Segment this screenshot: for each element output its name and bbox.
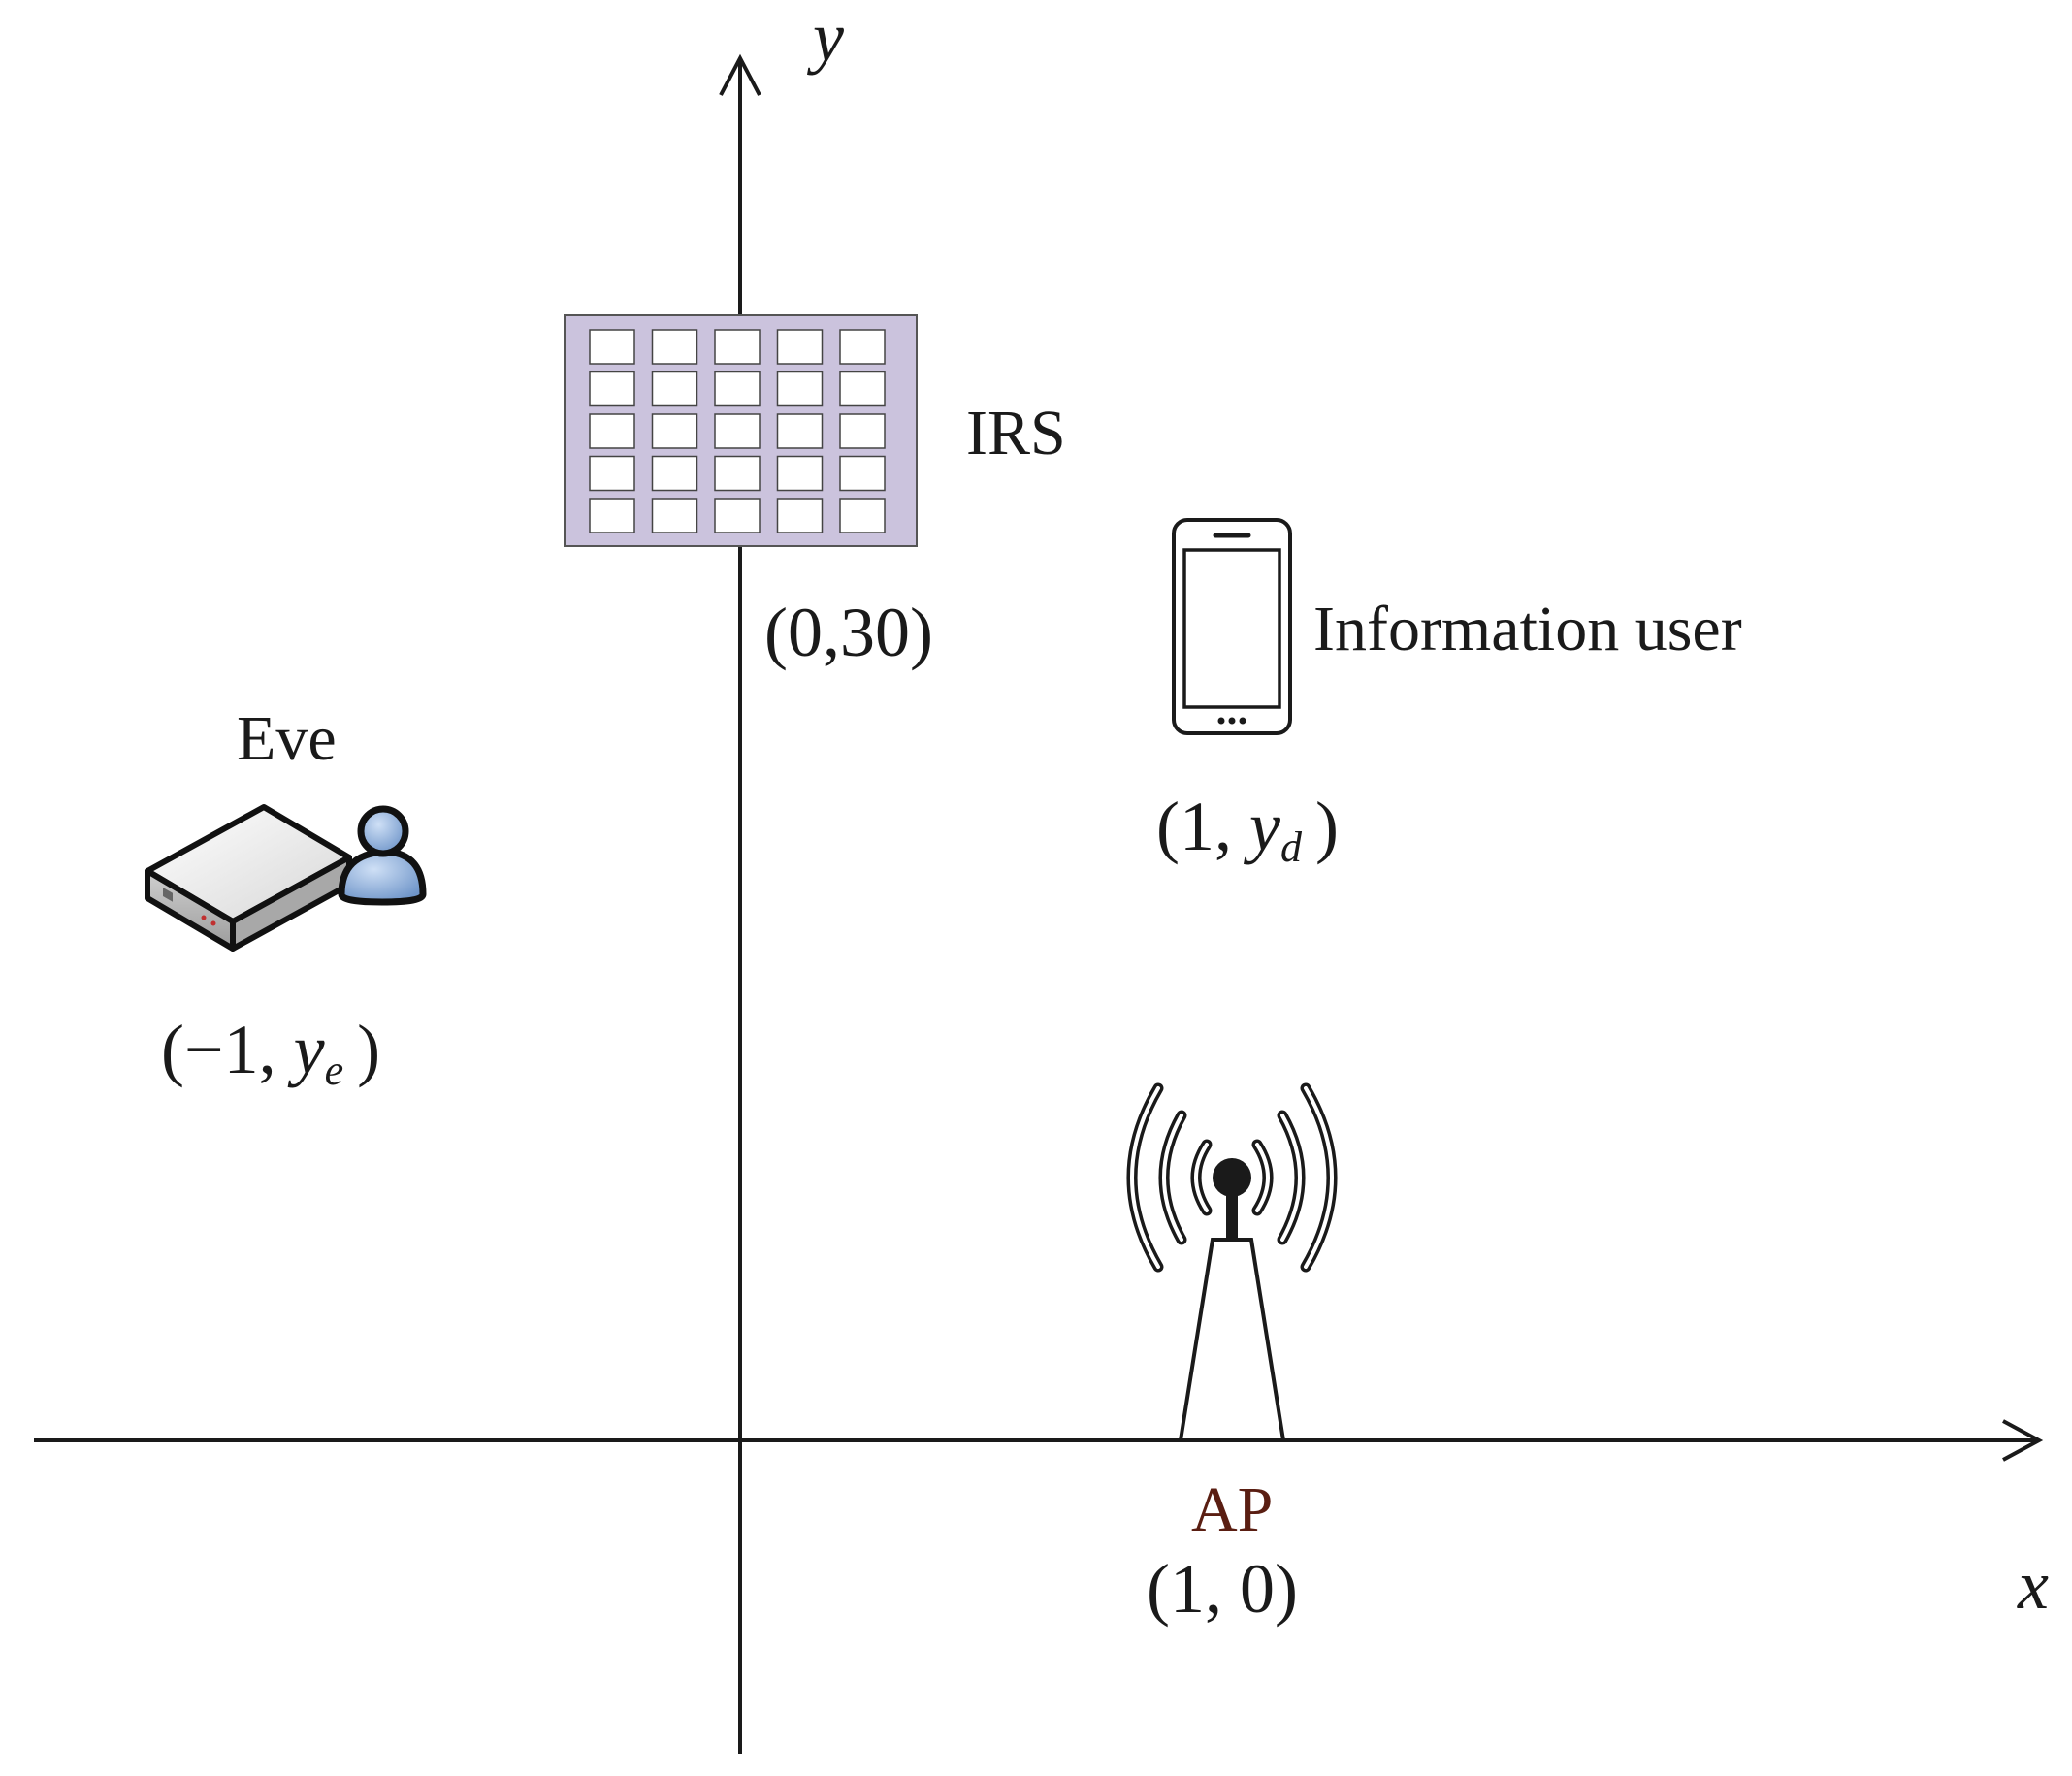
information-user-node: Information user (1, yd) [1156,518,1742,871]
x-axis: x [34,1419,2049,1624]
information-user-coord-close: ) [1315,788,1339,865]
irs-element [839,498,886,533]
irs-element [714,371,761,407]
information-user-label: Information user [1313,594,1742,664]
irs-element [839,413,886,449]
eve-coord-open: (−1, [161,1011,294,1088]
irs-element [589,413,635,449]
irs-node: IRS (0,30) [564,314,1066,671]
irs-element [776,455,824,492]
irs-element [839,371,886,407]
eve-coord-var: y [287,1011,325,1088]
smartphone-icon [1172,518,1292,735]
irs-element [839,329,886,365]
information-user-coordinate: (1, yd) [1156,788,1339,871]
irs-element [651,371,698,407]
irs-element [589,498,635,533]
irs-element [714,413,761,449]
information-user-coord-var: y [1243,788,1280,865]
irs-label: IRS [966,398,1066,468]
eve-coord-sub: e [325,1047,344,1094]
antenna-tower-icon [1126,1082,1338,1441]
irs-element [839,455,886,492]
irs-element-grid [589,329,886,533]
eve-coord-close: ) [357,1011,380,1088]
irs-element [776,371,824,407]
y-axis-label: y [806,0,844,76]
router-user-icon [145,804,427,952]
irs-element [714,455,761,492]
irs-element [776,413,824,449]
ap-node: AP (1, 0) [1126,1082,1338,1628]
irs-element [776,498,824,533]
eve-coordinate: (−1, ye) [161,1011,380,1094]
irs-element [651,329,698,365]
irs-element [776,329,824,365]
ap-label: AP [1191,1474,1273,1545]
irs-element [714,329,761,365]
eve-label: Eve [237,703,337,774]
irs-element [651,498,698,533]
eve-user-icon [338,805,427,906]
irs-element [589,371,635,407]
ap-coordinate: (1, 0) [1147,1550,1298,1628]
information-user-coord-sub: d [1280,823,1303,871]
x-axis-label: x [2017,1546,2049,1624]
irs-element [651,455,698,492]
irs-coordinate: (0,30) [764,594,933,671]
y-axis: y [719,0,844,1754]
information-user-coord-open: (1, [1156,788,1249,865]
irs-element [651,413,698,449]
irs-element [589,329,635,365]
irs-element [589,455,635,492]
eve-node: Eve (−1, ye) [145,703,427,1094]
irs-element [714,498,761,533]
